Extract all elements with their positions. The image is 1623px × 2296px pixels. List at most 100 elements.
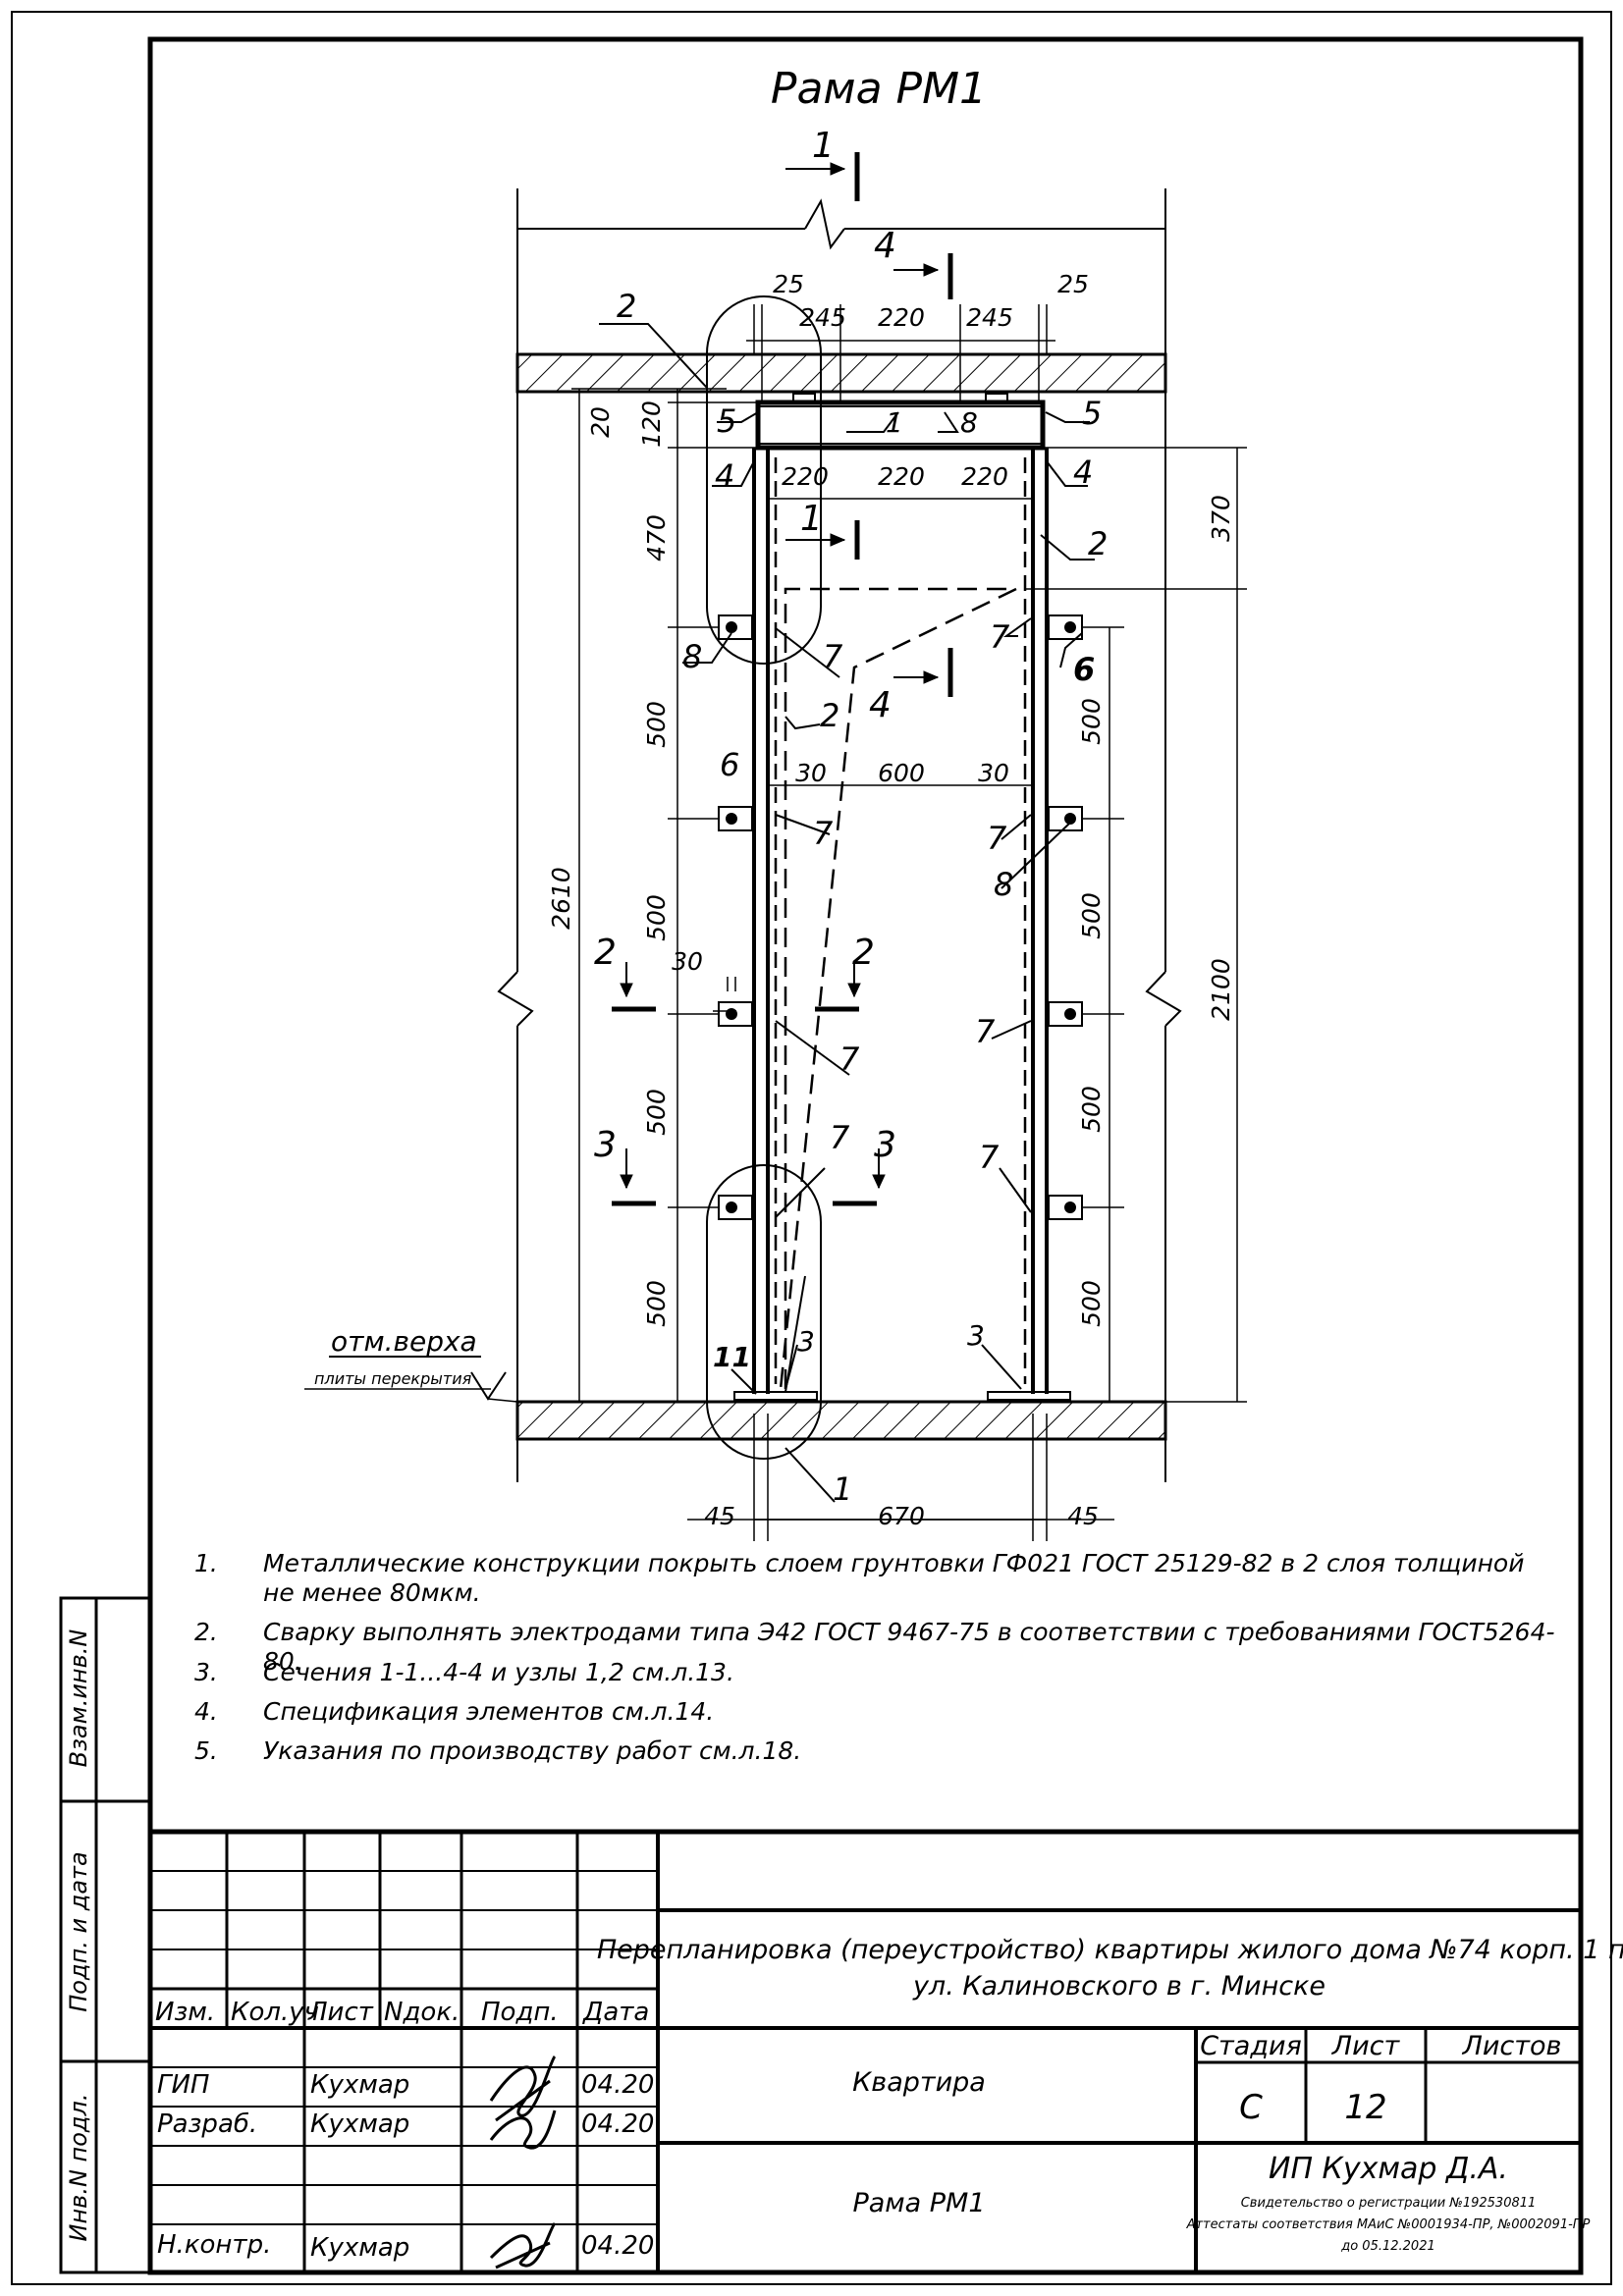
sheet-name: Рама РМ1 <box>852 2188 985 2218</box>
callout-5-right: 5 <box>1082 395 1102 432</box>
callout-3-left: 3 <box>797 1325 815 1358</box>
header-ndok: Nдок. <box>384 1998 460 2027</box>
row-name-nkontr: Кухмар <box>310 2233 409 2263</box>
dim-top-3: 220 <box>878 303 925 332</box>
callout-1-node: 1 <box>886 406 903 439</box>
callout-7-c: 7 <box>813 815 834 852</box>
stage-value: С <box>1239 2088 1263 2127</box>
note-item: 3. Сечения 1-1...4-4 и узлы 1,2 см.л.13. <box>194 1658 1569 1687</box>
drawing-frame <box>147 36 1584 2275</box>
callout-7-a: 7 <box>823 638 843 675</box>
dim-right-col-2: 500 <box>1077 892 1106 939</box>
callout-3-right: 3 <box>967 1319 985 1352</box>
title-block-rows: ГИП Кухмар 04.20 Разраб. Кухмар 04.20 Н.… <box>157 2070 654 2263</box>
callout-6-right: 6 <box>1073 651 1095 688</box>
company-cert3: до 05.12.2021 <box>1340 2239 1435 2254</box>
dim-bottom-1: 45 <box>704 1502 735 1530</box>
elevation-sublabel: плиты перекрытия <box>314 1369 472 1388</box>
section-2-left: 2 <box>594 933 617 973</box>
note-text: Металлические конструкции покрыть слоем … <box>263 1549 1525 1607</box>
bottom-slab <box>515 1400 1167 1441</box>
dim-left-col-5: 500 <box>642 1280 671 1327</box>
dim-top-5: 25 <box>1057 270 1089 298</box>
section-2-right: 2 <box>852 933 875 973</box>
frame-rm1 <box>733 393 1071 1401</box>
dim-left-small-1: 20 <box>586 406 615 438</box>
note-text: Сварку выполнять электродами типа Э42 ГО… <box>263 1618 1555 1676</box>
callout-7-e: 7 <box>839 1041 860 1078</box>
callout-2-right: 2 <box>1088 525 1108 562</box>
company-cert2: Аттестаты соответствия МАиС №0001934-ПР,… <box>1186 2217 1591 2232</box>
note-item: 2. Сварку выполнять электродами типа Э42… <box>194 1618 1569 1676</box>
dim-left-col-3: 500 <box>642 894 671 941</box>
callout-4-right: 4 <box>1073 454 1093 491</box>
stamp-vzam: Взам.инв.N <box>65 1629 92 1768</box>
row-role-gip: ГИП <box>157 2070 210 2100</box>
dim-left-col-4: 500 <box>642 1089 671 1136</box>
top-slab <box>515 352 1167 394</box>
title-block-grid <box>150 1829 1581 2272</box>
section-mark-labels: 1 4 1 4 2 2 3 3 <box>594 126 896 1165</box>
callout-leaders <box>599 323 1095 1503</box>
row-name-razrab: Кухмар <box>310 2109 409 2139</box>
callout-5-left: 5 <box>717 402 736 440</box>
dimension-lines <box>571 304 1247 1541</box>
header-izm: Изм. <box>155 1998 215 2027</box>
note-text: Указания по производству работ см.л.18. <box>263 1736 802 1765</box>
stamp-podp: Подп. и дата <box>65 1851 92 2012</box>
sheets-label: Листов <box>1462 2031 1562 2061</box>
dim-right-col-3: 500 <box>1077 1086 1106 1133</box>
section-marks <box>612 152 953 1206</box>
callout-7-h: 7 <box>979 1139 1000 1176</box>
stage-label: Стадия <box>1200 2031 1302 2061</box>
dim-inner-3: 220 <box>961 462 1008 491</box>
section-1-mid: 1 <box>800 499 823 539</box>
dim-bottom-2: 670 <box>878 1502 925 1530</box>
dim-top-2: 245 <box>799 303 846 332</box>
dim-gap: 30 <box>672 947 703 976</box>
note-text: Сечения 1-1...4-4 и узлы 1,2 см.л.13. <box>263 1658 734 1686</box>
dim-inner-2: 220 <box>878 462 925 491</box>
project-title-line1: Перепланировка (переустройство) квартиры… <box>597 1935 1623 1965</box>
row-name-gip: Кухмар <box>310 2070 409 2100</box>
dim-top-1: 25 <box>773 270 804 298</box>
row-date-gip: 04.20 <box>581 2070 654 2100</box>
callout-8-node: 8 <box>960 406 978 439</box>
section-4-mid: 4 <box>869 685 892 725</box>
dim-bottom-3: 45 <box>1067 1502 1099 1530</box>
callout-2-top: 2 <box>617 288 636 325</box>
dim-mid-1: 30 <box>795 759 827 787</box>
anchor-plates-right <box>1048 614 1083 1220</box>
dim-top-4: 245 <box>966 303 1013 332</box>
callout-6-left: 6 <box>720 746 739 783</box>
callout-8-right: 8 <box>994 866 1013 903</box>
signatures <box>489 2055 557 2269</box>
dim-right-col-1: 500 <box>1077 698 1106 745</box>
sheet-label: Лист <box>1331 2031 1401 2061</box>
note-number: 5. <box>194 1736 218 1765</box>
callout-7-g: 7 <box>830 1119 850 1156</box>
dim-mid-2: 600 <box>878 759 925 787</box>
callout-labels: 2 5 5 4 4 1 8 2 8 7 2 7 6 6 7 7 8 7 7 7 … <box>617 288 1108 1508</box>
callout-7-d: 7 <box>987 820 1007 857</box>
row-role-nkontr: Н.контр. <box>157 2230 271 2260</box>
callout-4-left: 4 <box>715 457 734 495</box>
dim-overall-left: 2610 <box>547 867 575 930</box>
outer-border <box>11 11 1612 2285</box>
callout-11: 11 <box>713 1341 751 1373</box>
dim-mid-3: 30 <box>978 759 1009 787</box>
callout-8-left: 8 <box>682 638 702 675</box>
header-list: Лист <box>307 1998 374 2027</box>
elevation-marker: отм.верха плиты перекрытия <box>304 1325 518 1403</box>
side-stamp <box>59 1596 152 2274</box>
note-number: 3. <box>194 1658 218 1686</box>
section-3-left: 3 <box>594 1125 617 1165</box>
dim-left-col-1: 470 <box>642 514 671 561</box>
node-outlines <box>706 295 822 1460</box>
header-kol: Кол.уч. <box>231 1998 327 2027</box>
elevation-label: отм.верха <box>331 1325 477 1358</box>
note-text: Спецификация элементов см.л.14. <box>263 1697 715 1726</box>
stamp-inv: Инв.N подл. <box>65 2094 92 2242</box>
note-item: 4. Спецификация элементов см.л.14. <box>194 1697 1569 1727</box>
